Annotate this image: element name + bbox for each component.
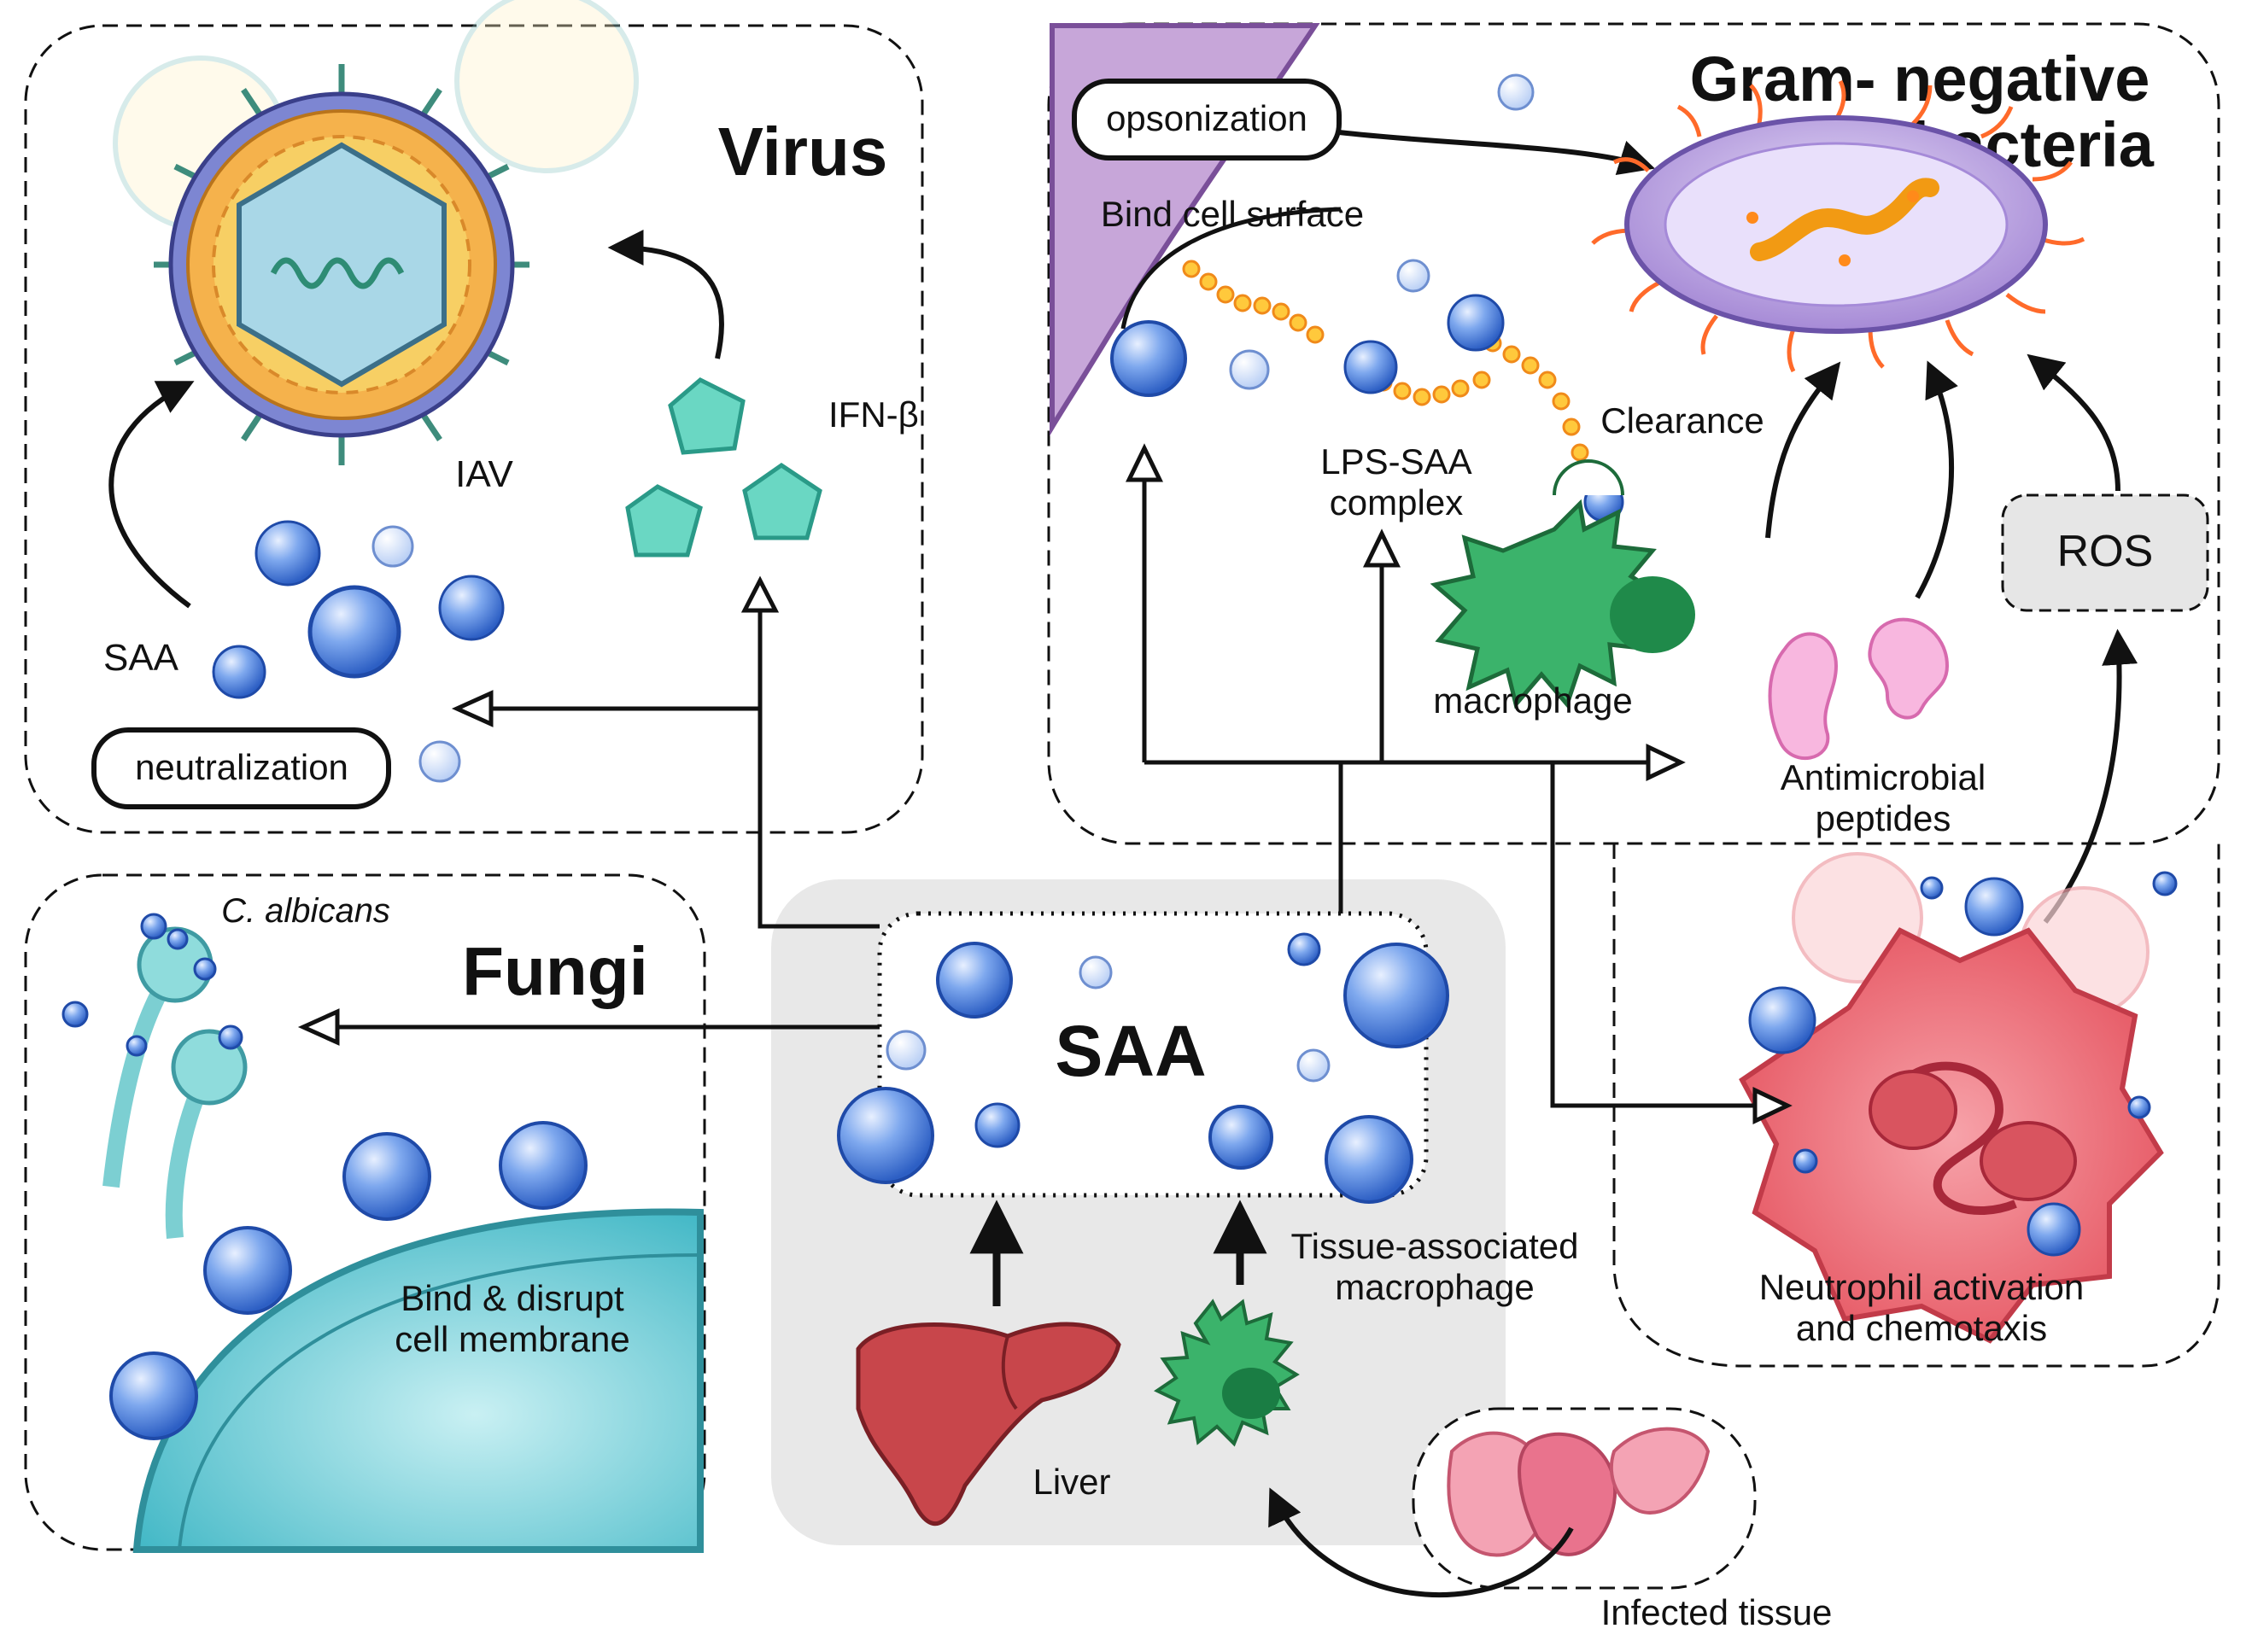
bacteria-saa-particles: [1110, 73, 1624, 522]
bind-surface-arrow: [1120, 207, 1342, 330]
c-albicans-label: C. albicans: [221, 892, 390, 930]
neutrophil-panel-outline: [1612, 843, 2220, 1368]
neutrophil-label-2: and chemotaxis: [1796, 1308, 2047, 1348]
tissue-macrophage-label-2: macrophage: [1335, 1267, 1534, 1307]
intestine-icon: [1447, 1427, 1711, 1557]
c-albicans-saa-dots: [61, 913, 243, 1057]
tissue-macrophage-icon: [1154, 1299, 1300, 1447]
macrophage-icon: [1430, 459, 1695, 709]
bacteria-panel: [1047, 22, 2220, 845]
arrowhead-lps: [1363, 528, 1401, 568]
opsonization-arrow: [1338, 130, 1656, 176]
ifn-beta-icons: [625, 377, 822, 557]
connector-lines: [333, 478, 1755, 1108]
bacterium-icon: [1591, 79, 2085, 373]
arrowhead-opsonization: [1126, 443, 1163, 482]
neutralization-label: neutralization: [135, 747, 348, 787]
arrowhead-ifn: [740, 575, 780, 613]
amp-arrow: [1915, 360, 1958, 599]
saa-pool-title: SAA: [1055, 1011, 1206, 1091]
lps-label-2: complex: [1330, 482, 1463, 522]
arrowhead-fungi: [297, 1008, 340, 1046]
infected-tissue-label: Infected tissue: [1601, 1592, 1833, 1632]
virus-panel-title: Virus: [718, 114, 888, 190]
bacteria-title-1: Gram- negative: [1690, 44, 2150, 114]
fungi-panel-title: Fungi: [462, 933, 648, 1009]
ifn-to-iav-arrow: [607, 230, 724, 359]
neutrophil-label-1: Neutrophil activation: [1759, 1267, 2085, 1307]
c-albicans-icon: [102, 926, 248, 1239]
tissue-to-macrophage-arrow: [1268, 1487, 1574, 1597]
arrowhead-amp: [1646, 744, 1686, 781]
opsonization-box: [1072, 79, 1342, 161]
iav-label: IAV: [455, 453, 513, 495]
clearance-arrow: [1765, 361, 1841, 539]
fungal-cell-icon: [132, 1208, 704, 1553]
opsonization-label: opsonization: [1106, 98, 1307, 138]
antimicrobial-peptides-icon: [1768, 617, 1950, 760]
neutrophil-saa-particles: [1748, 871, 2178, 1257]
amp-label-1: Antimicrobial: [1781, 757, 1986, 797]
liver-icon: [856, 1322, 1121, 1526]
open-arrowheads: [297, 443, 1793, 1124]
arrowhead-neutrophil: [1752, 1087, 1793, 1124]
neutrophil-to-ros-arrow: [2043, 628, 2138, 924]
tissue-macrophage-label-1: Tissue-associated: [1291, 1226, 1579, 1266]
membrane-label-1: Bind & disrupt: [401, 1278, 624, 1318]
clearance-label: Clearance: [1600, 400, 1764, 441]
virus-saa-label: SAA: [103, 637, 179, 679]
ros-box: [2001, 493, 2209, 612]
bind-surface-label: Bind cell surface: [1101, 194, 1364, 234]
saa-to-iav-arrow: [108, 381, 195, 609]
saa-pool-particles: [837, 932, 1449, 1204]
ros-label: ROS: [2057, 527, 2154, 576]
neutralization-box: [91, 727, 391, 809]
virus-saa-particles: [212, 520, 505, 783]
ifn-beta-label: IFN-β: [828, 394, 919, 435]
lps-label-1: LPS-SAA: [1320, 441, 1471, 482]
fungi-saa-particles: [109, 1121, 588, 1440]
iav-virus-icon: [154, 64, 529, 465]
amp-label-2: peptides: [1816, 798, 1951, 838]
virus-panel: [24, 24, 924, 834]
liver-label: Liver: [1032, 1462, 1110, 1502]
ros-arrow: [2027, 353, 2120, 492]
macrophage-label: macrophage: [1433, 680, 1632, 721]
arrowhead-neutralization: [451, 690, 494, 727]
membrane-label-2: cell membrane: [395, 1319, 629, 1359]
